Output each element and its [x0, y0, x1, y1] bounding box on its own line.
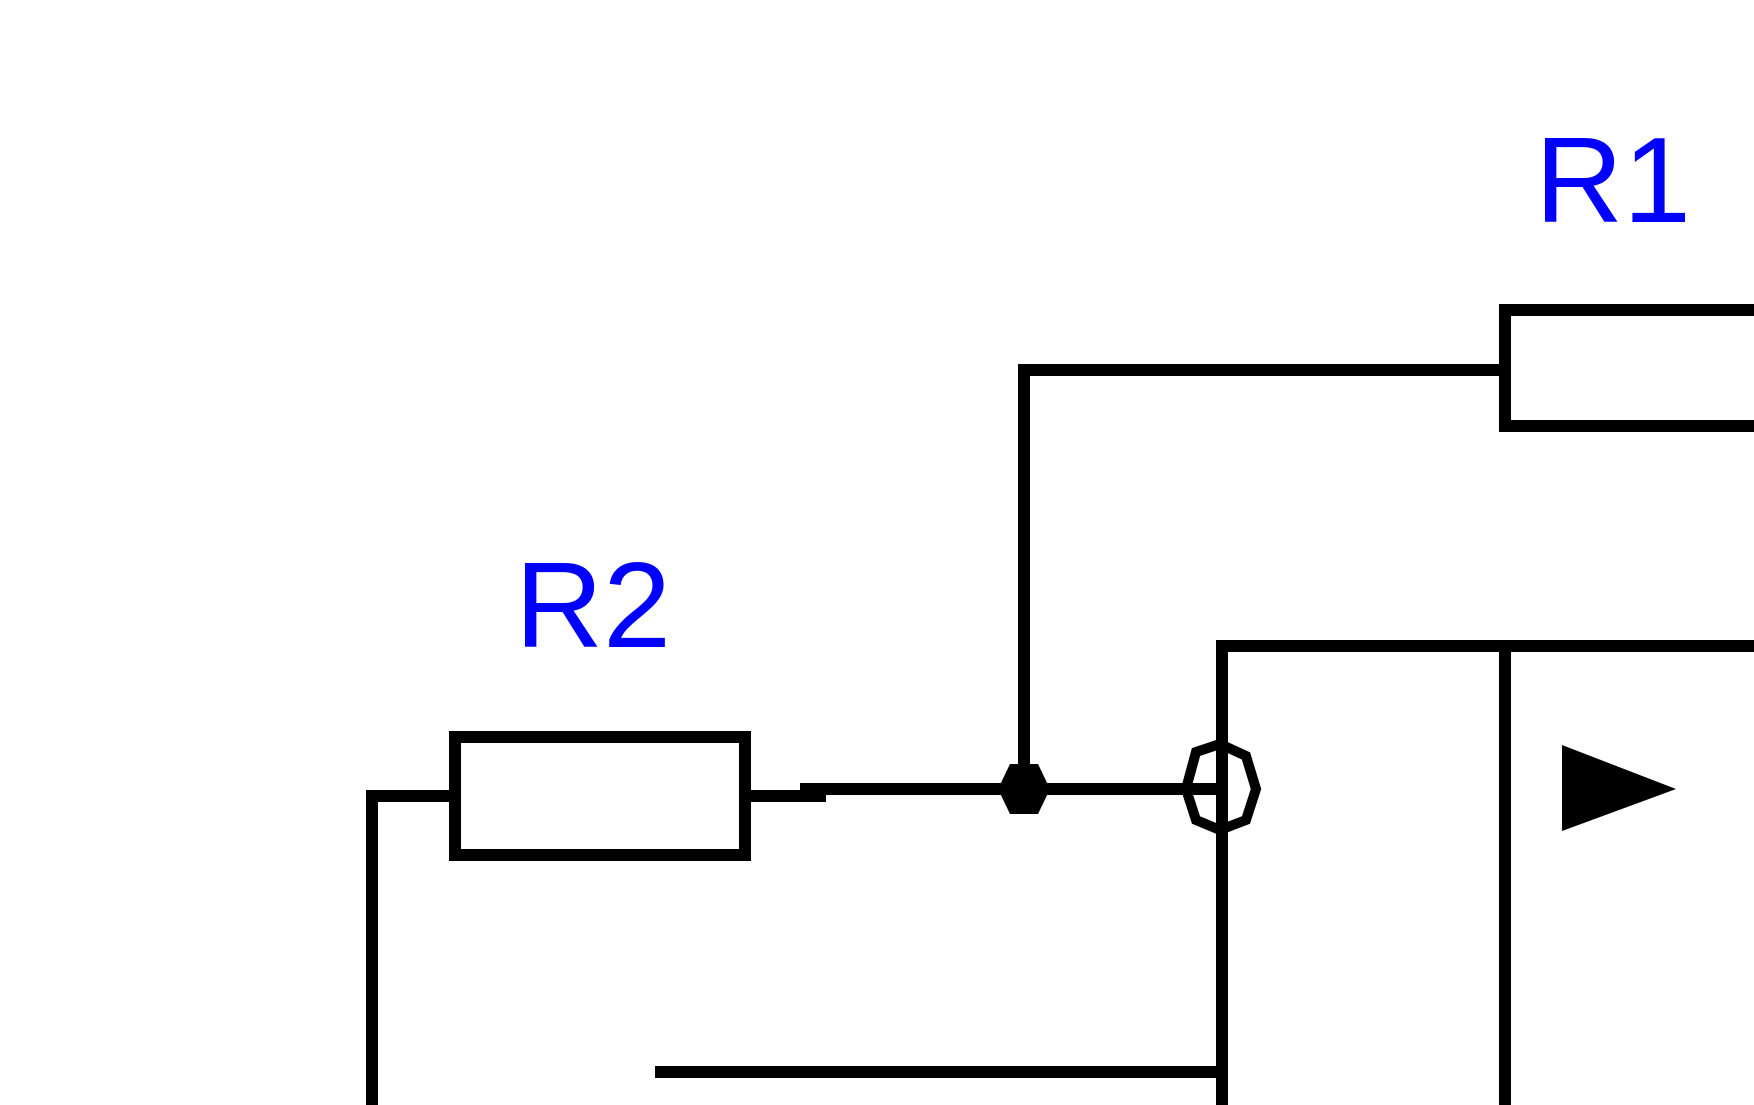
resistor-r2 — [449, 731, 751, 861]
label-r1: R1 — [1535, 112, 1691, 248]
wire-amplifier-top — [1216, 640, 1754, 1105]
resistor-r1 — [1499, 304, 1754, 432]
label-r2: R2 — [515, 537, 671, 673]
triangle-arrow-icon — [1562, 745, 1676, 831]
resistor-r1-body — [1499, 304, 1754, 432]
open-octagon-crossover-icon — [1180, 738, 1262, 836]
wire-r1-to-junction — [1018, 364, 1505, 788]
junction-dot-icon — [998, 764, 1050, 814]
wire-r2-left-lead — [366, 790, 455, 1105]
resistor-r2-body — [449, 731, 751, 861]
